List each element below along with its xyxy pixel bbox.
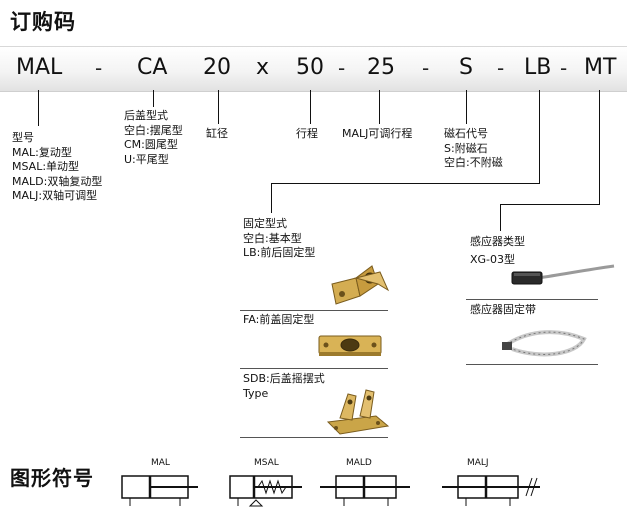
magnet-item: 空白:不附磁	[444, 156, 503, 169]
rear-cover-block: 后盖型式 空白:摆尾型 CM:圆尾型 U:平尾型	[124, 109, 183, 167]
sensor-band-image	[502, 330, 587, 357]
code-bore: 20	[203, 55, 231, 80]
code-dash: -	[95, 56, 103, 80]
mald-symbol	[320, 475, 410, 506]
sensor-image	[511, 264, 615, 285]
magnet-block: 磁石代号 S:附磁石 空白:不附磁	[444, 127, 503, 171]
symbol-label-malj: MALJ	[467, 458, 489, 468]
divider	[240, 310, 388, 311]
symbol-label-mal: MAL	[151, 458, 170, 468]
sdb-type-label: Type	[243, 386, 269, 400]
fa-label: FA:前盖固定型	[243, 313, 315, 326]
symbol-label-msal: MSAL	[254, 458, 279, 468]
leader-sensor-h	[500, 204, 600, 205]
malj-stroke-label: MALJ可调行程	[342, 127, 413, 140]
code-dash: -	[497, 56, 505, 80]
sensor-model: XG-03型	[470, 252, 516, 266]
leader-sensor-drop	[500, 204, 501, 231]
symbols-heading: 图形符号	[10, 466, 94, 490]
leader-magnet	[466, 90, 467, 124]
sensor-heading: 感应器类型	[470, 235, 525, 248]
leader-type	[38, 90, 39, 126]
sdb-block: SDB:后盖摇摆式 Type	[243, 372, 325, 401]
msal-symbol	[229, 475, 302, 507]
mounting-item: LB:前后固定型	[243, 246, 316, 259]
page-title: 订购码	[10, 10, 76, 34]
code-mt: MT	[584, 55, 617, 80]
type-item: MALJ:双轴可调型	[12, 189, 98, 202]
sdb-clevis-image	[326, 389, 390, 435]
magnet-heading: 磁石代号	[444, 127, 488, 140]
leader-sensor	[599, 90, 600, 205]
leader-stroke	[310, 90, 311, 124]
leader-mount-drop	[271, 183, 272, 213]
type-item: MALD:双轴复动型	[12, 174, 103, 188]
mounting-item: 空白:基本型	[243, 231, 302, 245]
rear-cover-item: U:平尾型	[124, 152, 169, 166]
stroke-label: 行程	[296, 127, 318, 140]
sdb-label: SDB:后盖摇摆式	[243, 372, 325, 385]
divider	[240, 368, 388, 369]
type-item: MSAL:单动型	[12, 160, 80, 173]
rear-cover-heading: 后盖型式	[124, 109, 168, 122]
magnet-item: S:附磁石	[444, 141, 488, 155]
fa-plate-image	[318, 335, 382, 356]
leader-rear	[153, 90, 154, 107]
symbol-label-mald: MALD	[346, 458, 372, 468]
divider	[466, 299, 598, 300]
code-s: S	[459, 55, 473, 80]
bore-label: 缸径	[206, 127, 228, 140]
type-item: MAL:复动型	[12, 145, 72, 159]
type-block: 型号 MAL:复动型 MSAL:单动型 MALD:双轴复动型 MALJ:双轴可调…	[12, 131, 102, 204]
leader-mount-h	[271, 183, 540, 184]
mounting-block: 固定型式 空白:基本型 LB:前后固定型	[243, 217, 315, 261]
sensor-block: 感应器类型 XG-03型	[470, 235, 525, 267]
malj-symbol	[442, 475, 540, 506]
type-heading: 型号	[12, 131, 34, 144]
divider	[240, 437, 388, 438]
sensor-band-label: 感应器固定带	[470, 303, 536, 316]
code-dash: -	[338, 56, 346, 80]
rear-cover-item: CM:圆尾型	[124, 138, 178, 151]
code-x: x	[256, 55, 270, 80]
code-lb: LB	[524, 55, 552, 80]
divider	[466, 364, 598, 365]
code-ca: CA	[137, 55, 168, 80]
leader-mount	[539, 90, 540, 184]
leader-bore	[218, 90, 219, 124]
code-mal: MAL	[16, 55, 63, 80]
rear-cover-item: 空白:摆尾型	[124, 123, 183, 137]
code-stroke: 50	[296, 55, 324, 80]
leader-adj	[379, 90, 380, 124]
order-code-band	[0, 46, 627, 92]
code-adj: 25	[367, 55, 395, 80]
code-dash: -	[422, 56, 430, 80]
mounting-heading: 固定型式	[243, 217, 287, 230]
mal-symbol	[121, 475, 198, 506]
code-dash: -	[560, 56, 568, 80]
lb-bracket-image	[331, 265, 390, 305]
